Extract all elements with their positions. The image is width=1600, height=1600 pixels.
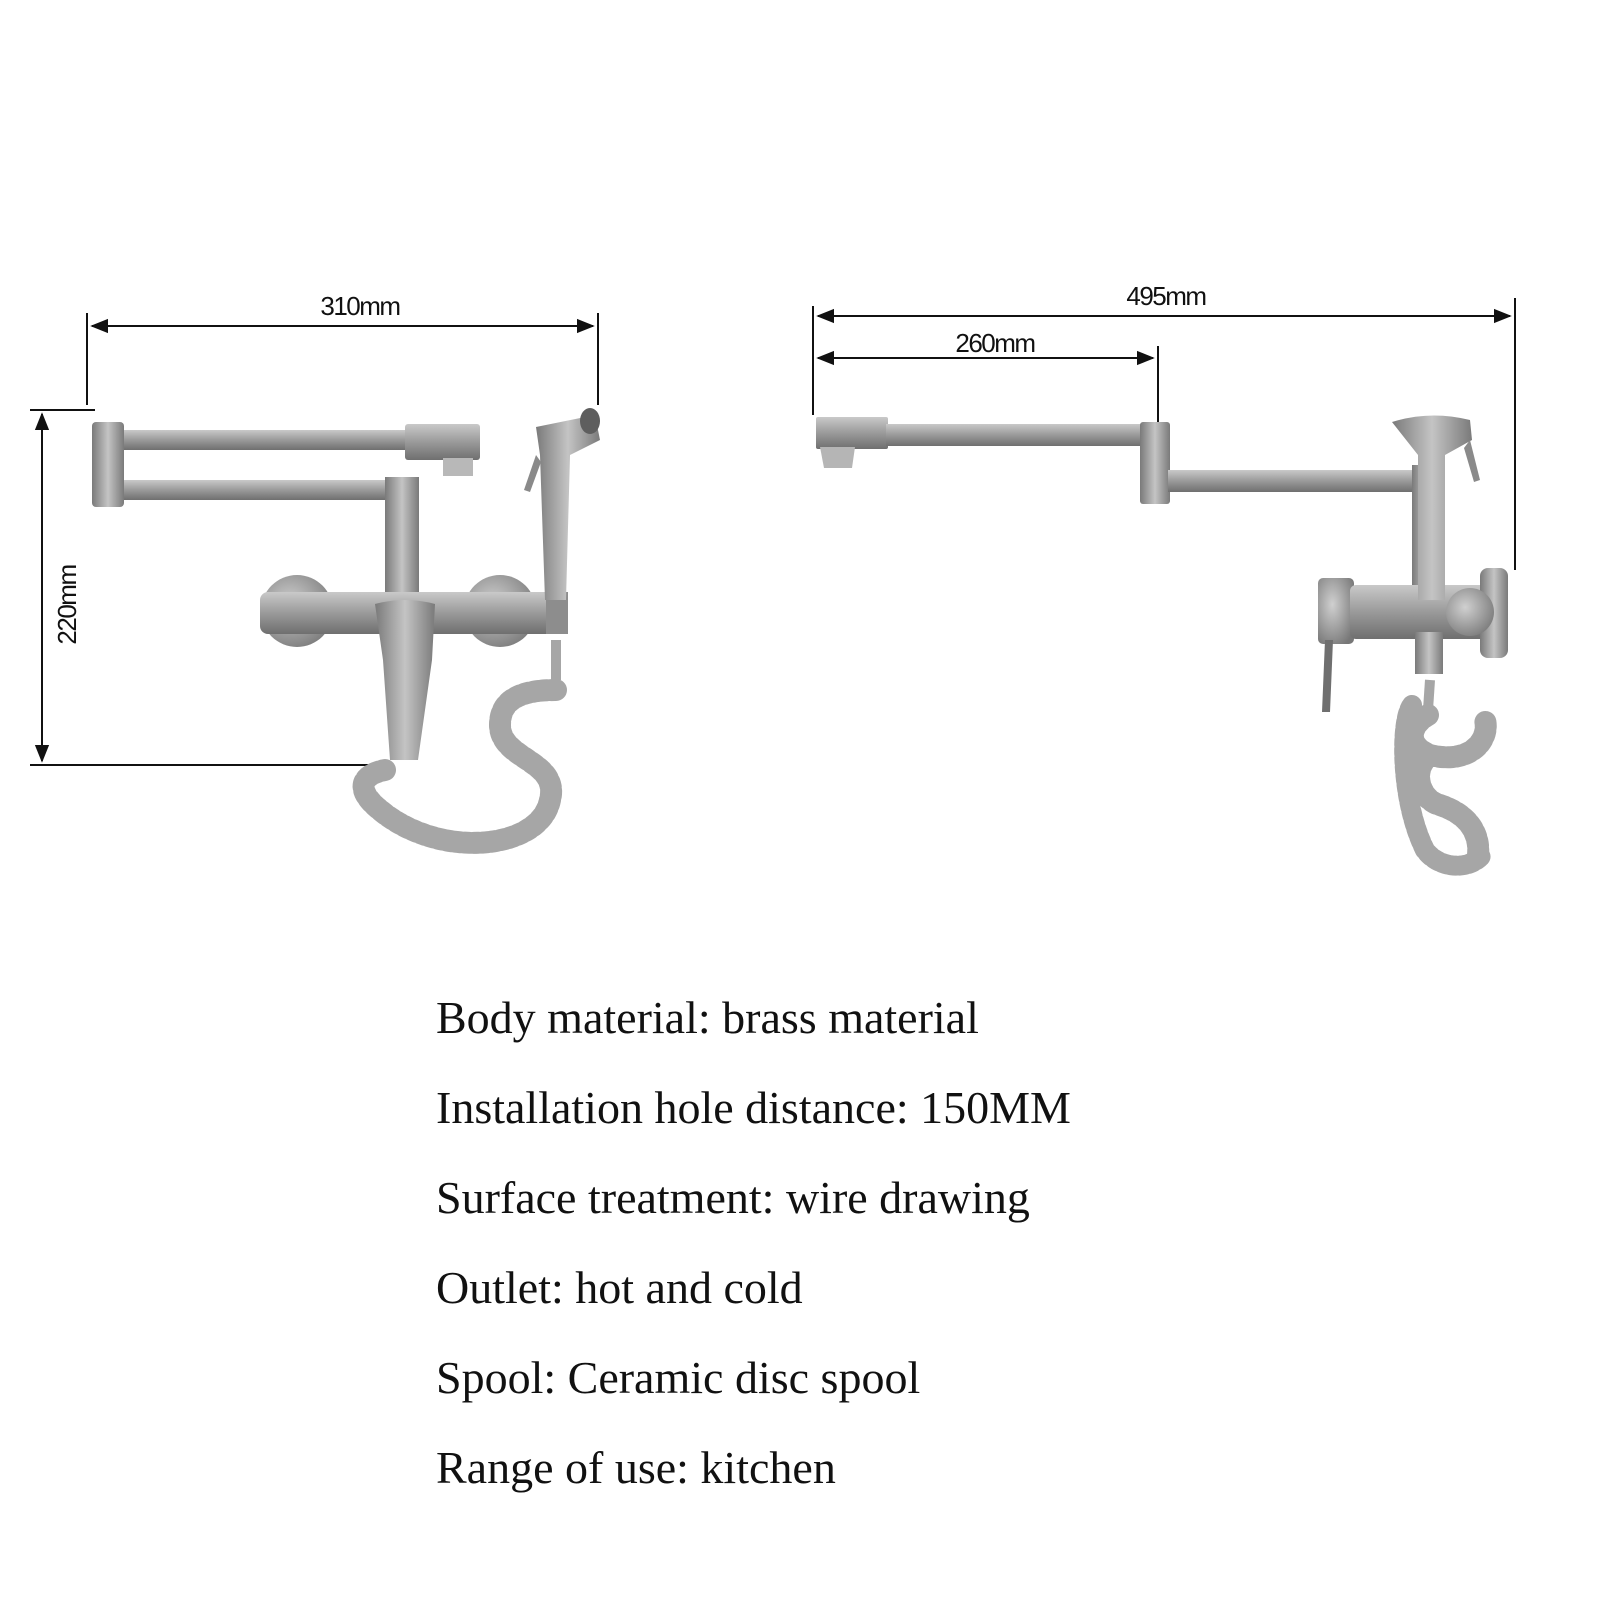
front-view: 310mm 220mm — [30, 291, 600, 854]
front-faucet-illustration — [92, 408, 600, 854]
side-reach-dimension: 260mm — [816, 328, 1159, 425]
front-width-dimension: 310mm — [86, 291, 599, 405]
spec-body-material: Body material: brass material — [436, 992, 979, 1043]
side-faucet-illustration — [816, 415, 1508, 876]
spec-spool: Spool: Ceramic disc spool — [436, 1352, 921, 1403]
spec-list: Body material: brass material Installati… — [436, 995, 1071, 1535]
side-total-dimension: 495mm — [812, 281, 1516, 570]
side-view: 495mm 260mm — [812, 281, 1516, 876]
spec-outlet: Outlet: hot and cold — [436, 1262, 803, 1313]
front-height-dimension: 220mm — [30, 409, 380, 766]
side-total-label: 495mm — [1126, 281, 1205, 311]
front-width-label: 310mm — [320, 291, 399, 321]
side-reach-label: 260mm — [955, 328, 1034, 358]
spec-installation-hole-distance: Installation hole distance: 150MM — [436, 1082, 1071, 1133]
front-height-label: 220mm — [52, 565, 82, 644]
spec-surface-treatment: Surface treatment: wire drawing — [436, 1172, 1030, 1223]
spec-range-of-use: Range of use: kitchen — [436, 1442, 836, 1493]
faucet-dimension-diagram: 310mm 220mm — [30, 281, 1516, 876]
